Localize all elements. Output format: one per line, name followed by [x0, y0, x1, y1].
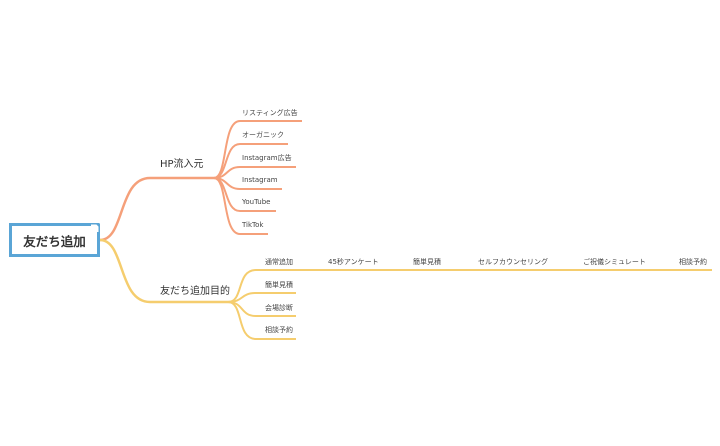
node-youtube[interactable]: YouTube [242, 198, 271, 206]
node-instagram[interactable]: Instagram [242, 176, 278, 184]
friend-children-connectors [227, 269, 712, 340]
chain-node-self-counseling[interactable]: セルフカウンセリング [478, 258, 548, 266]
node-consult-reserve[interactable]: 相談予約 [265, 326, 293, 334]
connector-consult-reserve [227, 301, 296, 340]
connector-listing [213, 120, 302, 179]
root-node[interactable]: 友だち追加 [9, 223, 100, 257]
root-node-label: 友だち追加 [23, 233, 86, 249]
chain-node-quick-estimate[interactable]: 簡単見積 [413, 258, 441, 266]
branch-hp-source[interactable]: HP流入元 [160, 159, 204, 170]
node-organic[interactable]: オーガニック [242, 131, 284, 139]
node-instagram-ad[interactable]: Instagram広告 [242, 154, 292, 162]
node-quick-estimate[interactable]: 簡単見積 [265, 281, 293, 289]
chain-node-consult-reserve[interactable]: 相談予約 [679, 258, 707, 266]
node-normal-add[interactable]: 通常追加 [265, 258, 293, 266]
hp-children-connectors [213, 120, 302, 235]
note-corner-icon [91, 223, 100, 232]
connector-root-friend [99, 238, 232, 304]
chain-node-45sec-survey[interactable]: 45秒アンケート [328, 258, 379, 266]
connector-normal-add [227, 269, 712, 303]
node-venue-diagnosis[interactable]: 会場診断 [265, 304, 293, 312]
connector-tiktok [213, 177, 268, 235]
connector-root-hp [99, 176, 218, 242]
branch-friend-purpose[interactable]: 友だち追加目的 [160, 286, 230, 297]
chain-node-gift-simulate[interactable]: ご祝儀シミュレート [583, 258, 646, 266]
node-tiktok[interactable]: TikTok [242, 221, 264, 229]
node-listing-ad[interactable]: リスティング広告 [242, 109, 298, 117]
